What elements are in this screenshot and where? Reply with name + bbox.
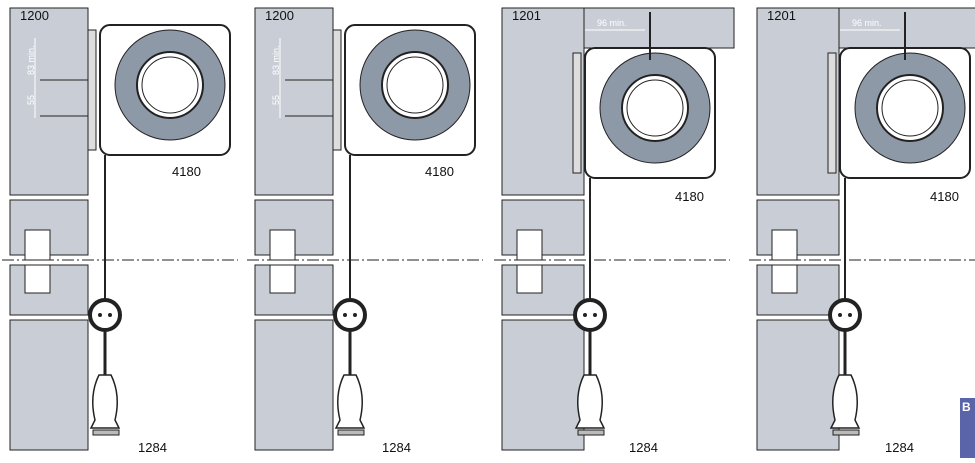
panel-4-dim-a: 96 min. bbox=[852, 18, 882, 28]
panel-1-roll-core bbox=[141, 56, 199, 114]
panel-3-handle bbox=[574, 374, 606, 429]
panel-1-handle bbox=[89, 374, 121, 429]
panel-2-wall-lower bbox=[254, 319, 334, 451]
panel-3-code: 1201 bbox=[512, 8, 541, 23]
panel-1-wall-lower bbox=[9, 319, 89, 451]
panel-1-frame-profile-b bbox=[24, 264, 51, 294]
panel-1-frame-profile-a bbox=[24, 229, 51, 261]
panel-4-wall-upper bbox=[756, 7, 840, 196]
panel-2-wall-upper bbox=[254, 7, 334, 196]
panel-4-frame-upper bbox=[756, 199, 840, 256]
panel-2-dim-a: 83 min. bbox=[271, 45, 281, 75]
panel-1-dim-b: 55 bbox=[26, 94, 36, 105]
panel-2-frame-profile-b bbox=[269, 264, 296, 294]
panel-4-pulley bbox=[828, 298, 862, 332]
panel-3-housing-label: 4180 bbox=[675, 189, 704, 204]
panel-1-wall-upper bbox=[9, 7, 89, 196]
panel-1-handle-label: 1284 bbox=[138, 440, 167, 455]
panel-3-frame-profile-a bbox=[516, 229, 543, 261]
panel-2-housing-label: 4180 bbox=[425, 164, 454, 179]
panel-3-roll-core bbox=[626, 79, 684, 137]
panel-4-wall-lower bbox=[756, 319, 840, 451]
panel-1-pulley bbox=[88, 298, 122, 332]
panel-1-pulley-dot-a bbox=[98, 313, 102, 317]
panel-4-handle bbox=[829, 374, 861, 429]
panel-2-pulley bbox=[333, 298, 367, 332]
panel-4-code: 1201 bbox=[767, 8, 796, 23]
panel-1-code: 1200 bbox=[20, 8, 49, 23]
panel-3-frame-profile-b bbox=[516, 264, 543, 294]
panel-4-frame-profile-a bbox=[771, 229, 798, 261]
panel-3-lintel bbox=[583, 7, 735, 49]
panel-3-handle-label: 1284 bbox=[629, 440, 658, 455]
panel-2-handle-base bbox=[337, 429, 365, 436]
panel-4-pulley-dot-b bbox=[848, 313, 852, 317]
panel-4-housing-label: 4180 bbox=[930, 189, 959, 204]
panel-3-bracket bbox=[572, 52, 582, 174]
panel-4-handle-label: 1284 bbox=[885, 440, 914, 455]
panel-3-pulley-dot-a bbox=[583, 313, 587, 317]
panel-4-frame-lower bbox=[756, 264, 840, 316]
panel-3-dim-a: 96 min. bbox=[597, 18, 627, 28]
panel-1-pulley-dot-b bbox=[108, 313, 112, 317]
panel-2-roll-inner bbox=[381, 51, 449, 119]
panel-3-roll-inner bbox=[621, 74, 689, 142]
panel-3-handle-base bbox=[577, 429, 605, 436]
panel-4-lintel bbox=[838, 7, 975, 49]
panel-4-roll-inner bbox=[876, 74, 944, 142]
panel-2-pulley-dot-b bbox=[353, 313, 357, 317]
panel-1-handle-base bbox=[92, 429, 120, 436]
panel-2-code: 1200 bbox=[265, 8, 294, 23]
panel-4-roll-core bbox=[881, 79, 939, 137]
panel-3-frame-upper bbox=[501, 199, 585, 256]
panel-3-pulley bbox=[573, 298, 607, 332]
brand-logo: B bbox=[960, 398, 975, 458]
panel-1-dim-a: 83 min. bbox=[26, 45, 36, 75]
panel-1-bracket bbox=[87, 29, 97, 151]
panel-2-roll-core bbox=[386, 56, 444, 114]
panel-2-frame-profile-a bbox=[269, 229, 296, 261]
panel-1-roll-inner bbox=[136, 51, 204, 119]
panel-4-handle-base bbox=[832, 429, 860, 436]
panel-4-frame-profile-b bbox=[771, 264, 798, 294]
panel-4-pulley-dot-a bbox=[838, 313, 842, 317]
panel-2-dim-b: 55 bbox=[271, 94, 281, 105]
panel-2-handle bbox=[334, 374, 366, 429]
panel-3-wall-upper bbox=[501, 7, 585, 196]
panel-2-handle-label: 1284 bbox=[382, 440, 411, 455]
panel-2-bracket bbox=[332, 29, 342, 151]
panel-3-wall-lower bbox=[501, 319, 585, 451]
panel-1-housing-label: 4180 bbox=[172, 164, 201, 179]
panel-3-pulley-dot-b bbox=[593, 313, 597, 317]
brand-logo-letter: B bbox=[962, 400, 971, 414]
panel-3-frame-lower bbox=[501, 264, 585, 316]
panel-2-pulley-dot-a bbox=[343, 313, 347, 317]
panel-4-bracket bbox=[827, 52, 837, 174]
